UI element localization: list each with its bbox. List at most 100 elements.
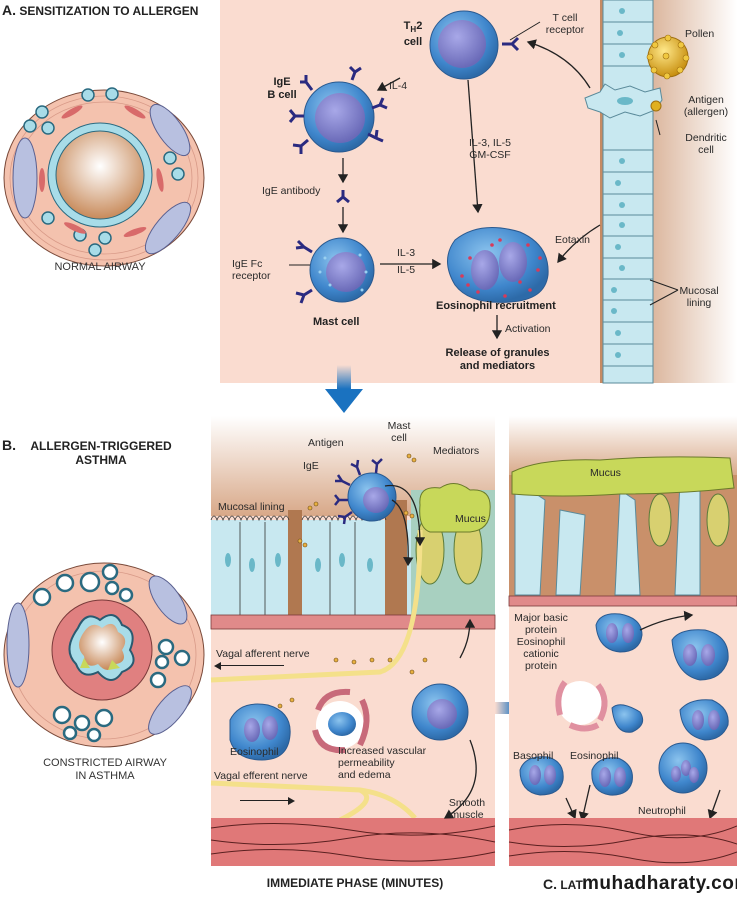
eosinophil-label-b: Eosinophil bbox=[230, 746, 279, 758]
mast-cell-a bbox=[295, 237, 375, 304]
smooth-line1: Smooth bbox=[448, 797, 486, 809]
dendritic-line2: cell bbox=[698, 144, 714, 156]
panel-c-epithelium bbox=[508, 456, 737, 607]
panel-b-title: ALLERGEN-TRIGGERED ASTHMA bbox=[26, 439, 176, 467]
smooth-line2: muscle bbox=[450, 809, 484, 821]
eotaxin-label: Eotaxin bbox=[555, 234, 591, 246]
antigen-line1: Antigen bbox=[688, 94, 724, 106]
ige-fc-line1: IgE Fc bbox=[232, 258, 263, 270]
mucus-blob-c bbox=[511, 456, 735, 497]
vagal-afferent-label: Vagal afferent nerve bbox=[216, 648, 310, 660]
panel-c-smooth-muscle bbox=[508, 818, 737, 866]
panel-b-heading: B. bbox=[2, 437, 16, 453]
eosinophil-b bbox=[229, 703, 291, 761]
vagal-afferent-nerve bbox=[210, 529, 423, 683]
mucosal-line2: lining bbox=[686, 297, 712, 309]
th2-cell bbox=[429, 10, 520, 80]
panel-b-title-line1: ALLERGEN-TRIGGERED bbox=[30, 439, 172, 453]
panel-a-epithelium bbox=[602, 0, 654, 384]
constricted-caption-line2: IN ASTHMA bbox=[75, 770, 135, 782]
il3-label: IL-3 bbox=[397, 247, 416, 259]
normal-airway-illustration bbox=[3, 87, 205, 267]
antigen-allergen-label: Antigen (allergen) bbox=[676, 94, 736, 118]
constricted-caption-line1: CONSTRICTED AIRWAY bbox=[43, 757, 167, 769]
vascular-permeability-label: Increased vascular permeability and edem… bbox=[338, 745, 426, 781]
t-cell-receptor-line1: T cell bbox=[552, 12, 578, 24]
vagal-efferent-arrowhead-icon bbox=[288, 797, 295, 805]
panel-c-title: LAT bbox=[560, 878, 583, 892]
ige-fc-receptor-label: IgE Fc receptor bbox=[232, 258, 271, 282]
panel-c-cells bbox=[519, 613, 729, 796]
ige-antibody-icon bbox=[336, 190, 350, 204]
vagal-efferent-label: Vagal efferent nerve bbox=[214, 770, 308, 782]
antigen-line2: (allergen) bbox=[683, 106, 729, 118]
eosinophil-a bbox=[447, 227, 549, 303]
mucus-label-b: Mucus bbox=[455, 513, 486, 525]
basophil-label: Basophil bbox=[513, 750, 554, 762]
release-granules-label: Release of granules and mediators bbox=[430, 347, 565, 373]
mucus-label-c: Mucus bbox=[590, 467, 621, 479]
mast-b-line1: Mast bbox=[387, 420, 411, 432]
panel-b-epithelium bbox=[210, 483, 496, 630]
mast-cell-b2 bbox=[411, 683, 469, 741]
release-line1: Release of granules bbox=[445, 347, 550, 359]
panel-a-title: SENSITIZATION TO ALLERGEN bbox=[19, 4, 199, 18]
antigen-label-b: Antigen bbox=[308, 437, 344, 449]
eosinophil-recruitment-label: Eosinophil recruitment bbox=[436, 300, 556, 312]
mast-cell-label-b: Mast cell bbox=[384, 420, 414, 444]
ige-b-cell bbox=[288, 65, 388, 204]
th2-sub: H bbox=[410, 25, 417, 35]
th2-cell-label: TH2 cell bbox=[393, 20, 433, 49]
dendritic-cell-label: Dendritic cell bbox=[676, 132, 736, 156]
mucosal-lining-label-a: Mucosal lining bbox=[674, 285, 724, 309]
ige-label-b: IgE bbox=[303, 460, 319, 472]
t-cell-receptor-label: T cell receptor bbox=[535, 12, 595, 36]
mediators-label: Mediators bbox=[433, 445, 480, 457]
vagal-efferent-arrow-icon bbox=[240, 800, 290, 801]
t-cell-receptor-line2: receptor bbox=[545, 24, 585, 36]
panel-a-background bbox=[220, 0, 620, 383]
immediate-phase-caption: IMMEDIATE PHASE (MINUTES) bbox=[266, 876, 444, 890]
il5-label: IL-5 bbox=[397, 264, 416, 276]
vascular-line2: permeability bbox=[338, 757, 395, 769]
il4-label: IL-4 bbox=[389, 80, 408, 92]
watermark-text: muhadharaty.com bbox=[582, 873, 737, 894]
blood-vessel-b bbox=[312, 688, 370, 754]
panel-b-smooth-muscle bbox=[210, 818, 496, 866]
il3-il5-line1: IL-3, IL-5 bbox=[468, 137, 512, 149]
mucus-blob-b bbox=[419, 483, 491, 533]
vagal-efferent-nerve bbox=[210, 780, 417, 823]
blood-vessel-c bbox=[555, 680, 644, 733]
mast-cell-b bbox=[334, 458, 397, 525]
smooth-muscle-label: Smooth muscle bbox=[442, 797, 492, 821]
vascular-line3: and edema bbox=[338, 769, 391, 781]
vascular-line1: Increased vascular bbox=[338, 745, 427, 757]
ecp-line2: cationic bbox=[523, 648, 559, 660]
panel-a-letter: A. bbox=[2, 2, 16, 18]
panel-b-letter: B. bbox=[2, 437, 16, 453]
panel-b-title-line2: ASTHMA bbox=[75, 453, 127, 467]
ige-b-cell-line2: B cell bbox=[267, 89, 297, 101]
ige-b-cell-label: IgE B cell bbox=[262, 76, 302, 102]
mast-cell-label: Mast cell bbox=[313, 316, 360, 328]
th2-2: 2 bbox=[416, 20, 423, 32]
ige-b-cell-line1: IgE bbox=[273, 76, 291, 88]
il3-il5-line2: GM-CSF bbox=[469, 149, 511, 161]
vagal-afferent-arrowhead-icon bbox=[214, 662, 221, 670]
vagal-afferent-arrow-icon bbox=[218, 665, 284, 666]
pollen-grain bbox=[646, 34, 690, 112]
pollen-label: Pollen bbox=[685, 28, 715, 40]
antigen-particles bbox=[277, 453, 428, 709]
ecp-line1: Eosinophil bbox=[516, 636, 566, 648]
constricted-airway-caption: CONSTRICTED AIRWAY IN ASTHMA bbox=[20, 757, 190, 783]
ige-antibody-label: IgE antibody bbox=[262, 185, 321, 197]
mast-b-line2: cell bbox=[391, 432, 407, 444]
mucosal-lining-label-b: Mucosal lining bbox=[218, 501, 285, 513]
ige-fc-line2: receptor bbox=[232, 270, 271, 282]
neutrophil-label: Neutrophil bbox=[638, 805, 686, 817]
th2-cell-word: cell bbox=[403, 36, 423, 49]
th2-t: T bbox=[403, 20, 411, 32]
il3-il5-gmcsf-label: IL-3, IL-5 GM-CSF bbox=[455, 137, 525, 161]
panel-a-heading: A. SENSITIZATION TO ALLERGEN bbox=[2, 2, 198, 18]
